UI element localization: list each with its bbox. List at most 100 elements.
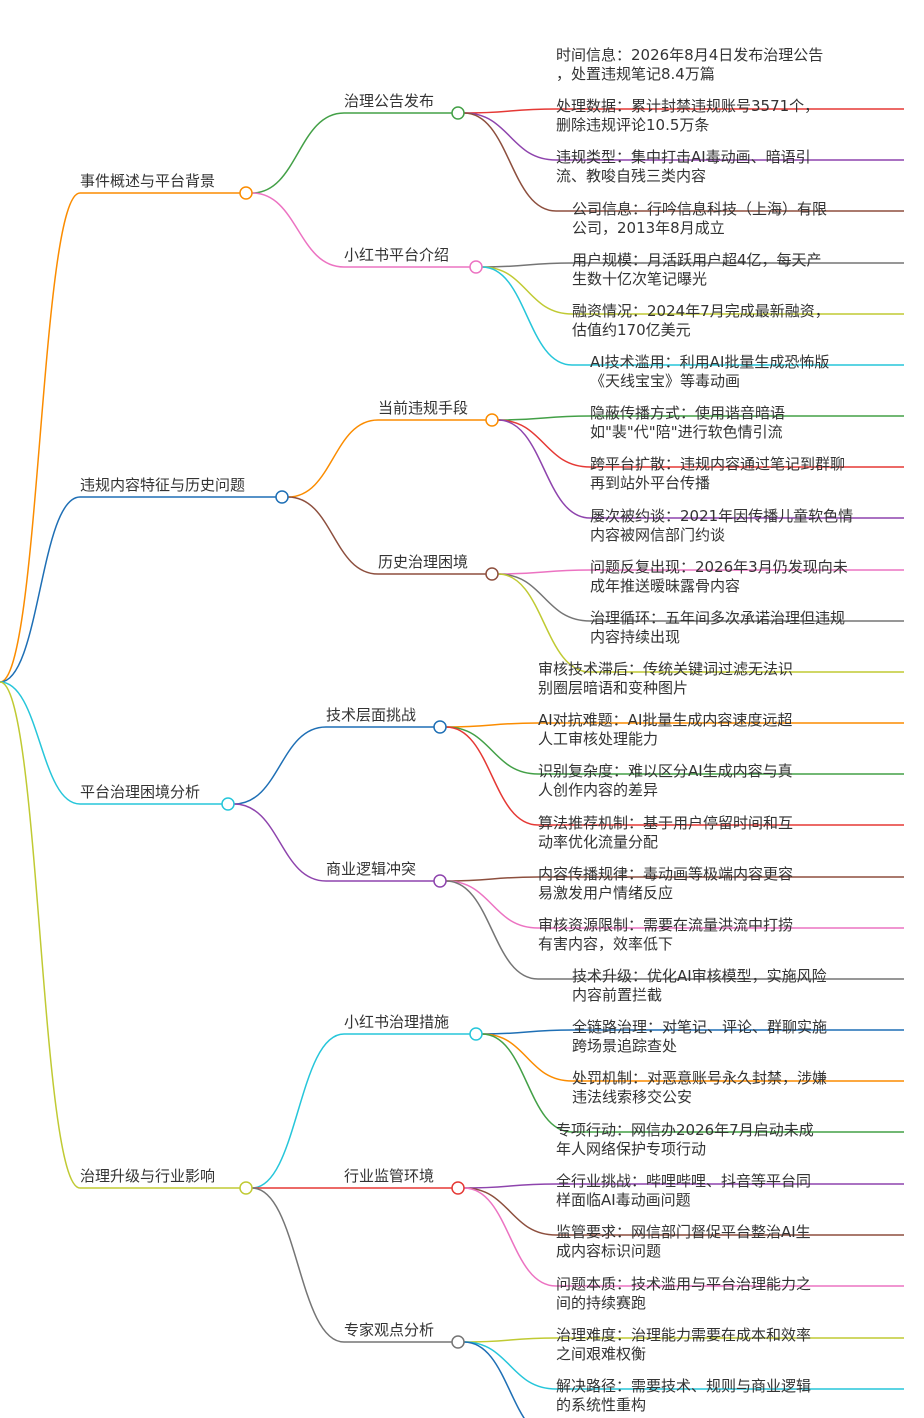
detail-connector — [497, 573, 591, 673]
detail-text-line: 问题本质：技术滥用与平台治理能力之 — [556, 1275, 811, 1293]
detail-text-line: 流、教唆自残三类内容 — [556, 167, 706, 185]
topic-node-circle[interactable] — [451, 1181, 465, 1195]
detail-text-line: 人创作内容的差异 — [538, 781, 658, 799]
detail-connector — [463, 1183, 557, 1189]
detail-text-line: 技术升级：优化AI审核模型，实施风险 — [572, 967, 827, 985]
detail-text-line: ，处置违规笔记8.4万篇 — [556, 65, 715, 83]
topic-branch: 治理公告发布时间信息：2026年8月4日发布治理公告，处置违规笔记8.4万篇处理… — [344, 46, 904, 212]
section-node-circle[interactable] — [239, 186, 253, 200]
topic-node-circle[interactable] — [485, 413, 499, 427]
topic-node-circle[interactable] — [469, 1027, 483, 1041]
detail-connector — [497, 573, 591, 622]
detail-text-line: 跨场景追踪查处 — [572, 1037, 677, 1055]
detail-text-line: 之间艰难权衡 — [556, 1345, 646, 1363]
detail-connector — [481, 266, 573, 315]
detail-text-line: 跨平台扩散：违规内容通过笔记到群聊 — [590, 455, 845, 473]
detail-text-line: 用户规模：月活跃用户超4亿，每天产 — [572, 251, 822, 269]
detail-text-line: 屡次被约谈：2021年因传播儿童软色情 — [590, 507, 853, 525]
topic-node-circle[interactable] — [451, 1335, 465, 1349]
detail-connector — [463, 1341, 526, 1418]
detail-connector — [463, 1337, 557, 1343]
topic-connector — [287, 419, 379, 498]
topic-connector — [233, 726, 327, 805]
detail-text-line: 问题反复出现：2026年3月仍发现向未 — [590, 558, 848, 576]
topic-title: 小红书平台介绍 — [344, 246, 449, 264]
topic-branch: 商业逻辑冲突算法推荐机制：基于用户停留时间和互动率优化流量分配内容传播规律：毒动… — [326, 814, 904, 980]
detail-text-line: 《天线宝宝》等毒动画 — [590, 372, 740, 390]
detail-text-line: AI对抗难题：AI批量生成内容速度远超 — [538, 711, 792, 729]
detail-text-line: 的系统性重构 — [556, 1396, 646, 1414]
detail-connector — [445, 880, 539, 980]
topic-node-circle[interactable] — [485, 567, 499, 581]
detail-connector — [497, 569, 591, 575]
detail-connector — [445, 880, 539, 929]
topic-branch: 历史治理困境屡次被约谈：2021年因传播儿童软色情内容被网信部门约谈问题反复出现… — [378, 507, 904, 673]
detail-connector — [497, 419, 591, 468]
detail-connector — [497, 419, 591, 519]
root-connector — [0, 192, 81, 683]
detail-text-line: 别圈层暗语和变种图片 — [538, 679, 688, 697]
topic-branch: 行业监管环境 专项行动：网信办2026年7月启动未成年人网络保护专项行动全行业挑战… — [344, 1121, 904, 1287]
detail-text-line: 易激发用户情绪反应 — [538, 884, 673, 902]
detail-connector — [445, 726, 539, 775]
detail-text-line: 违法线索移交公安 — [572, 1088, 692, 1106]
topic-connector — [251, 1187, 345, 1343]
section-branch: 治理升级与行业影响小红书治理措施技术升级：优化AI审核模型，实施风险内容前置拦截… — [80, 967, 904, 1414]
topic-node-circle[interactable] — [433, 874, 447, 888]
section-title: 治理升级与行业影响 — [80, 1167, 215, 1185]
detail-connector — [497, 415, 591, 421]
section-node-circle[interactable] — [221, 797, 235, 811]
topic-node-circle[interactable] — [469, 260, 483, 274]
topic-node-circle[interactable] — [433, 720, 447, 734]
detail-text-line: 算法推荐机制：基于用户停留时间和互 — [538, 814, 793, 832]
detail-text-line: 间的持续赛跑 — [556, 1294, 646, 1312]
detail-text-line: 公司，2013年8月成立 — [572, 219, 725, 237]
detail-connector — [481, 1033, 573, 1082]
topic-title: 行业监管环境 — [344, 1167, 434, 1185]
detail-text-line: 内容传播规律：毒动画等极端内容更容 — [538, 865, 793, 883]
detail-text-line: 处罚机制：对恶意账号永久封禁，涉嫌 — [572, 1069, 827, 1087]
detail-text-line: 解决路径：需要技术、规则与商业逻辑 — [556, 1377, 811, 1395]
detail-connector — [463, 1341, 557, 1390]
detail-text-line: 人工审核处理能力 — [538, 730, 658, 748]
section-branch: 平台治理困境分析技术层面挑战审核技术滞后：传统关键词过滤无法识别圈层暗语和变种图… — [80, 660, 904, 980]
detail-connector — [445, 876, 539, 882]
section-node-circle[interactable] — [275, 490, 289, 504]
detail-text-line: 全行业挑战：哔哩哔哩、抖音等平台同 — [556, 1172, 811, 1190]
detail-text-line: 样面临AI毒动画问题 — [556, 1191, 691, 1209]
section-node-circle[interactable] — [239, 1181, 253, 1195]
detail-node: 处理数据：累计封禁违规账号3571个，删除违规评论10.5万条 — [556, 97, 904, 161]
detail-text-line: 监管要求：网信部门督促平台整治AI生 — [556, 1223, 811, 1241]
detail-connector — [481, 262, 573, 268]
section-branch: 违规内容特征与历史问题当前违规手段AI技术滥用：利用AI批量生成恐怖版《天线宝宝… — [80, 353, 904, 673]
topic-branch: 技术层面挑战审核技术滞后：传统关键词过滤无法识别圈层暗语和变种图片AI对抗难题：… — [326, 660, 904, 826]
detail-text-line: 识别复杂度：难以区分AI生成内容与真 — [538, 762, 793, 780]
detail-text-line: 动率优化流量分配 — [538, 833, 658, 851]
topic-branch: 小红书平台介绍 公司信息：行吟信息科技（上海）有限公司，2013年8月成立用户规模… — [344, 200, 904, 366]
topic-connector — [251, 112, 345, 194]
detail-text-line: 违规类型：集中打击AI毒动画、暗语引 — [556, 148, 811, 166]
detail-text-line: 年人网络保护专项行动 — [556, 1140, 706, 1158]
section-branch: 事件概述与平台背景治理公告发布时间信息：2026年8月4日发布治理公告，处置违规… — [80, 46, 904, 366]
detail-text-line: 生数十亿次笔记曝光 — [572, 270, 707, 288]
root-connector — [0, 496, 81, 683]
topic-node-circle[interactable] — [451, 106, 465, 120]
detail-text-line: AI技术滥用：利用AI批量生成恐怖版 — [590, 353, 829, 371]
